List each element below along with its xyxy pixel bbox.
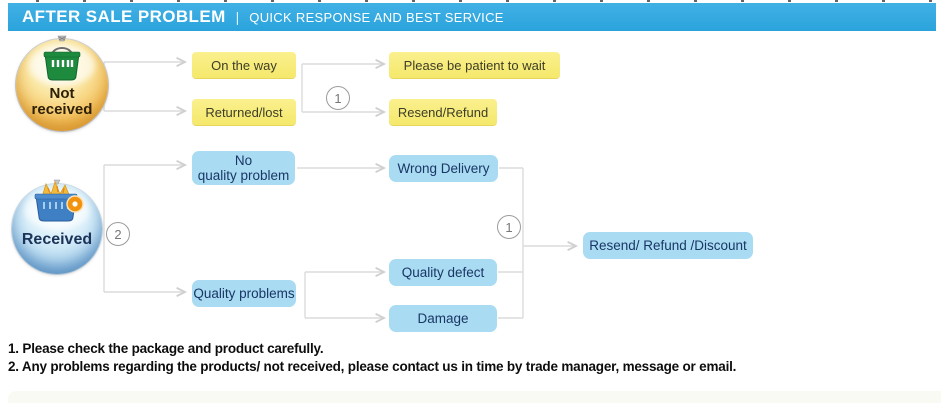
label-line1: Not [49,85,75,102]
flow-box-no-quality-problem: No quality problem [192,151,295,185]
flow-box-please-be-patient: Please be patient to wait [389,52,560,78]
footer-notes: 1. Please check the package and product … [8,340,928,375]
note-line-1: 1. Please check the package and product … [8,341,324,356]
title-divider: | [235,9,240,25]
node-not-received: Not received [16,35,108,131]
green-basket-icon [43,35,81,81]
flow-box-quality-defect: Quality defect [389,259,497,286]
node-not-received-label: Not received [16,86,108,118]
blue-basket-icon [34,179,84,222]
cropped-text-remnant [36,0,941,2]
step-badge-1-right: 1 [497,215,521,239]
flow-box-wrong-delivery: Wrong Delivery [389,155,498,182]
flow-box-quality-problems: Quality problems [192,280,296,307]
section-subtitle: QUICK RESPONSE AND BEST SERVICE [249,9,504,25]
node-received: Received [12,179,102,274]
step-badge-1-top: 1 [326,86,350,110]
flow-box-resend-refund-discount: Resend/ Refund /Discount [583,232,753,259]
node-received-label: Received [21,231,93,248]
flow-box-resend-refund: Resend/Refund [389,99,497,125]
label-line2: received [31,101,93,118]
note-line-2: 2. Any problems regarding the products/ … [8,358,737,374]
flow-box-on-the-way: On the way [192,52,296,78]
step-badge-2: 2 [106,222,130,246]
section-title: AFTER SALE PROBLEM [22,7,226,26]
section-header: AFTER SALE PROBLEM | QUICK RESPONSE AND … [8,3,936,31]
flow-box-returned-lost: Returned/lost [192,99,296,125]
box-line1: No [234,153,253,168]
next-section-edge [8,391,941,403]
flow-box-damage: Damage [389,305,497,332]
box-line2: quality problem [197,168,290,183]
